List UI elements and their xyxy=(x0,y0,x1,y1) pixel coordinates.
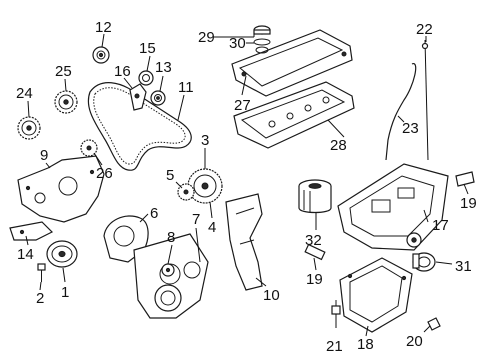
oil-filter-32 xyxy=(298,179,332,214)
sprocket-8 xyxy=(161,263,175,277)
callout-29: 29 xyxy=(198,29,215,46)
camshaft-sprocket-25 xyxy=(54,90,78,114)
cap-seal-30 xyxy=(253,38,271,46)
callout-27: 27 xyxy=(234,97,251,114)
rear-timing-cover-9 xyxy=(17,155,105,223)
oil-cooler-31 xyxy=(412,252,436,272)
valve-cover-27 xyxy=(231,29,353,97)
callout-6: 6 xyxy=(150,205,158,222)
callout-13: 13 xyxy=(155,59,172,76)
plug-21 xyxy=(331,300,341,315)
idler-pulley-12 xyxy=(92,46,110,64)
callout-2: 2 xyxy=(36,290,44,307)
belt-cover-10 xyxy=(225,193,263,291)
callout-9: 9 xyxy=(40,147,48,164)
callout-3: 3 xyxy=(201,132,209,149)
callout-5: 5 xyxy=(166,167,174,184)
leader-lines xyxy=(25,31,469,337)
callout-23: 23 xyxy=(402,120,419,137)
callout-19b: 19 xyxy=(306,271,323,288)
callout-1: 1 xyxy=(61,284,69,301)
lower-pulley xyxy=(154,284,182,312)
callout-18: 18 xyxy=(357,336,374,353)
callout-28: 28 xyxy=(330,137,347,154)
bracket-14 xyxy=(9,221,54,241)
callout-8: 8 xyxy=(167,229,175,246)
callout-16: 16 xyxy=(114,63,131,80)
callout-17: 17 xyxy=(432,217,449,234)
crankshaft-pulley-1 xyxy=(46,240,78,268)
timing-cover-lower xyxy=(133,233,209,319)
callout-14: 14 xyxy=(17,246,34,263)
bolt-2 xyxy=(37,263,46,282)
callout-31: 31 xyxy=(455,258,472,275)
callout-25: 25 xyxy=(55,63,72,80)
oil-pan-lower-18 xyxy=(339,257,413,333)
idler-pulley-13 xyxy=(150,90,166,106)
callout-24: 24 xyxy=(16,85,33,102)
callout-30: 30 xyxy=(229,35,246,52)
callout-20: 20 xyxy=(406,333,423,350)
callout-26: 26 xyxy=(96,165,113,182)
sensor-19b xyxy=(304,243,326,261)
tensioner-16 xyxy=(129,83,147,111)
oil-filler-cap-29 xyxy=(253,25,271,35)
callout-10: 10 xyxy=(263,287,280,304)
shaft-7 xyxy=(195,227,201,263)
callout-21: 21 xyxy=(326,338,343,355)
callout-19a: 19 xyxy=(460,195,477,212)
tensioner-pulley-15 xyxy=(138,70,154,86)
valve-cover-gasket-28 xyxy=(233,81,355,149)
callout-4: 4 xyxy=(208,219,216,236)
drain-plug-20 xyxy=(427,317,441,331)
sensor-19a xyxy=(455,171,475,187)
timing-belt-11 xyxy=(87,82,192,171)
flywheel-3 xyxy=(187,168,223,204)
oil-pan-upper-17 xyxy=(337,163,449,251)
sprocket-26 xyxy=(80,139,98,157)
callout-22: 22 xyxy=(416,21,433,38)
callout-12: 12 xyxy=(95,19,112,36)
callout-15: 15 xyxy=(139,40,156,57)
callout-labels: 1 2 3 4 5 6 7 8 9 10 11 12 13 14 15 16 1… xyxy=(16,19,477,355)
callout-11: 11 xyxy=(178,79,194,96)
camshaft-sprocket-24 xyxy=(17,116,41,140)
callout-32: 32 xyxy=(305,232,322,249)
dipstick-tube-23 xyxy=(385,63,417,161)
callout-7: 7 xyxy=(192,211,200,228)
dipstick-22 xyxy=(421,39,429,161)
